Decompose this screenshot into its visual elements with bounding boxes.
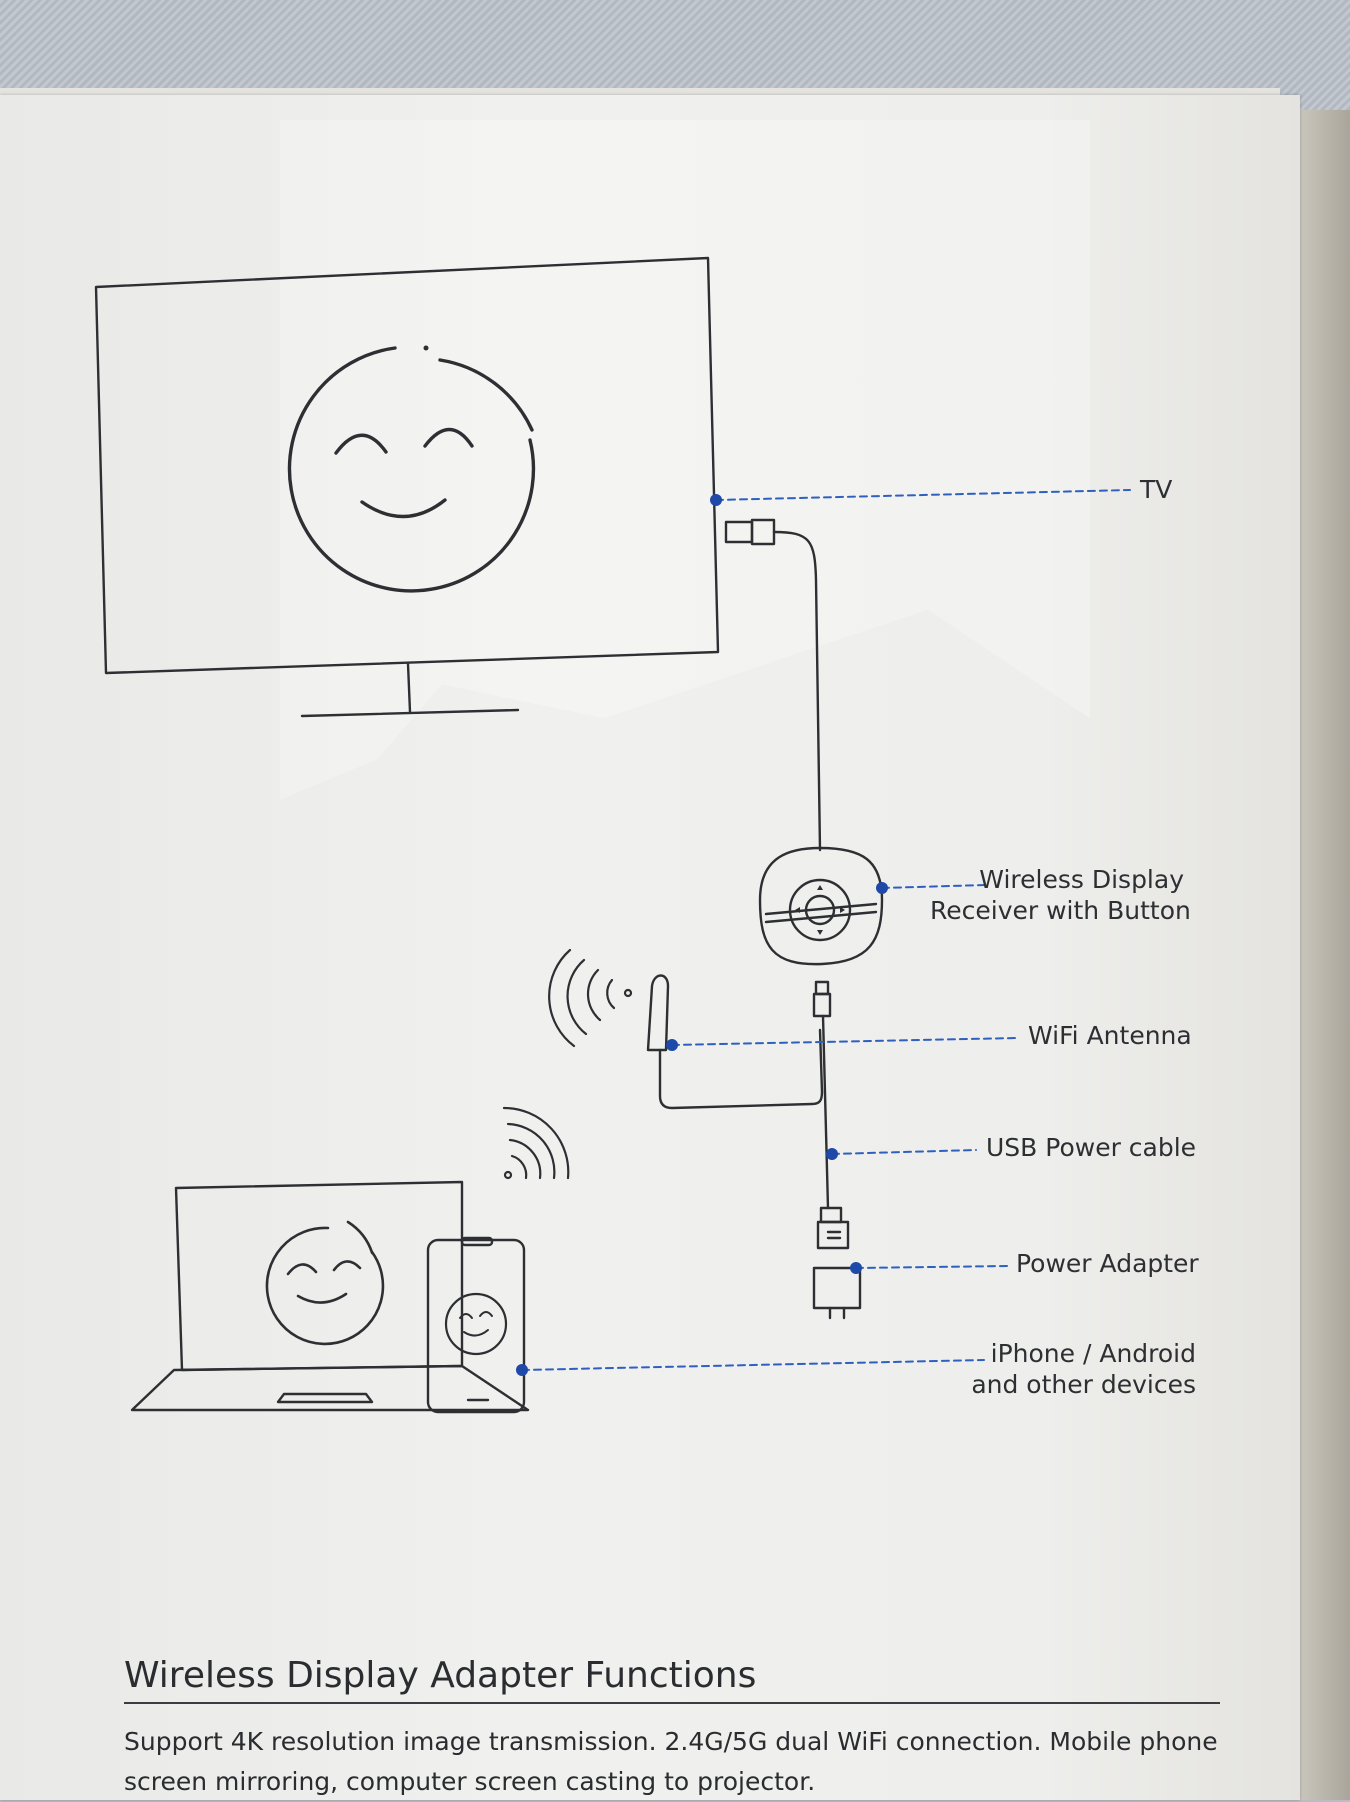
- wifi-signal-icon: [502, 1106, 570, 1180]
- label-receiver: Wireless Display Receiver with Button: [930, 864, 1191, 926]
- dot-adapter: [850, 1262, 862, 1274]
- dot-devices: [516, 1364, 528, 1376]
- dot-receiver: [876, 882, 888, 894]
- hdmi-plug-icon: [724, 518, 822, 852]
- heading-divider: [124, 1702, 1220, 1704]
- antenna-icon: [646, 974, 824, 1110]
- leader-devices: [521, 1359, 985, 1371]
- smartphone-icon: [426, 1236, 526, 1414]
- power-adapter-icon: [812, 1266, 862, 1320]
- leader-receiver: [881, 884, 986, 889]
- smiley-icon: [287, 345, 536, 593]
- label-usb-cable: USB Power cable: [986, 1133, 1197, 1162]
- label-devices: iPhone / Android and other devices: [962, 1338, 1196, 1400]
- section-heading: Wireless Display Adapter Functions: [124, 1655, 757, 1696]
- label-receiver-line1: Wireless Display: [979, 865, 1184, 894]
- label-receiver-line2: Receiver with Button: [930, 896, 1191, 925]
- label-antenna: WiFi Antenna: [1028, 1021, 1192, 1050]
- dot-usb: [826, 1148, 838, 1160]
- dot-tv: [710, 494, 722, 506]
- laptop-icon: [130, 1180, 530, 1412]
- tv-icon: [94, 256, 720, 718]
- dot-antenna: [666, 1039, 678, 1051]
- receiver-icon: [758, 846, 884, 1210]
- usb-plug-icon: [816, 1206, 850, 1250]
- leader-adapter: [855, 1265, 1009, 1269]
- label-devices-line1: iPhone / Android: [990, 1339, 1196, 1368]
- leader-lines: [521, 489, 1131, 1371]
- label-power-adapter: Power Adapter: [1016, 1249, 1199, 1278]
- section-description: Support 4K resolution image transmission…: [124, 1727, 1218, 1796]
- label-devices-line2: and other devices: [971, 1370, 1196, 1399]
- leader-usb: [831, 1149, 977, 1155]
- leader-dots: [516, 494, 888, 1376]
- leader-antenna: [671, 1037, 1019, 1046]
- wifi-signal-icon: [548, 948, 633, 1048]
- label-tv: TV: [1140, 475, 1173, 504]
- leader-tv: [715, 489, 1131, 501]
- product-box: [0, 95, 1300, 1800]
